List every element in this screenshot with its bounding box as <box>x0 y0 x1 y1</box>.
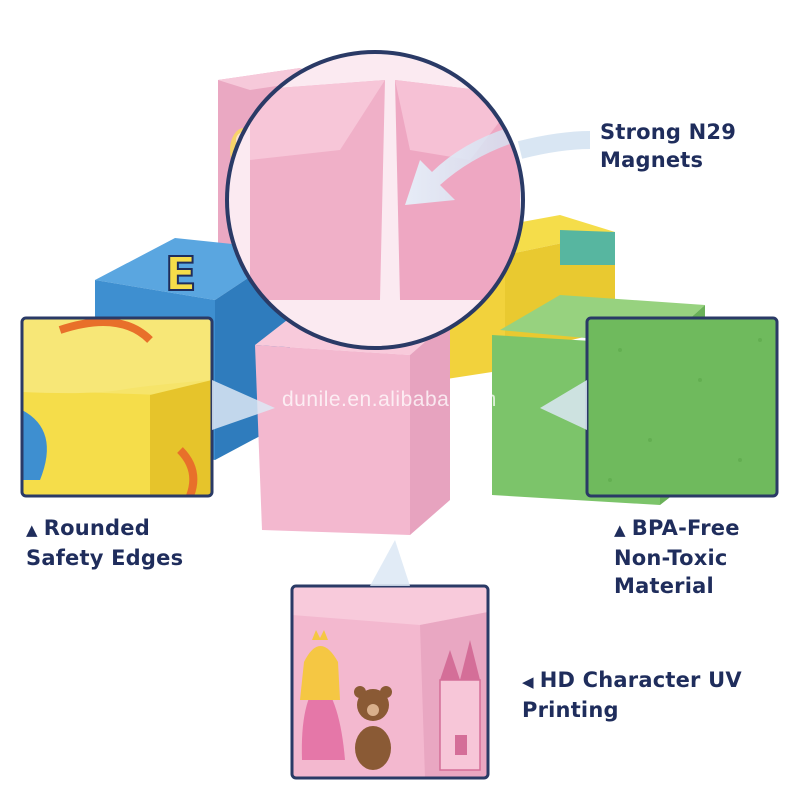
callout-bpa-line2: Non-Toxic <box>614 546 728 570</box>
bear-print <box>354 686 392 770</box>
triangle-icon: ▲ <box>614 521 626 539</box>
callout-edges-line2: Safety Edges <box>26 546 184 570</box>
magnet-zoom-circle <box>225 50 591 350</box>
triangle-icon: ▲ <box>26 521 38 539</box>
callout-hd-printing: ◀ HD Character UV Printing <box>522 666 742 724</box>
callout-magnets-line1: Strong N29 <box>600 120 737 144</box>
callout-bpa-free: ▲ BPA-Free Non-Toxic Material <box>614 514 740 600</box>
callout-rounded-edges: ▲ Rounded Safety Edges <box>26 514 183 572</box>
letter-e-print: E <box>165 247 196 301</box>
rounded-edges-inset <box>20 316 275 498</box>
callout-printing-line1: HD Character UV <box>539 668 742 692</box>
callout-bpa-line3: Material <box>614 574 714 598</box>
castle-print <box>439 640 481 771</box>
callout-printing-line2: Printing <box>522 698 619 722</box>
callout-magnets-line2: Magnets <box>600 148 704 172</box>
princess-print <box>300 630 345 760</box>
watermark-text: dunile.en.alibaba.com <box>282 388 497 411</box>
callout-edges-line1: Rounded <box>43 516 150 540</box>
uv-printing-inset <box>290 540 490 780</box>
foam-texture-inset <box>540 316 779 498</box>
callout-magnets: Strong N29 Magnets <box>600 118 736 174</box>
triangle-icon: ◀ <box>522 673 534 691</box>
callout-bpa-line1: BPA-Free <box>631 516 740 540</box>
